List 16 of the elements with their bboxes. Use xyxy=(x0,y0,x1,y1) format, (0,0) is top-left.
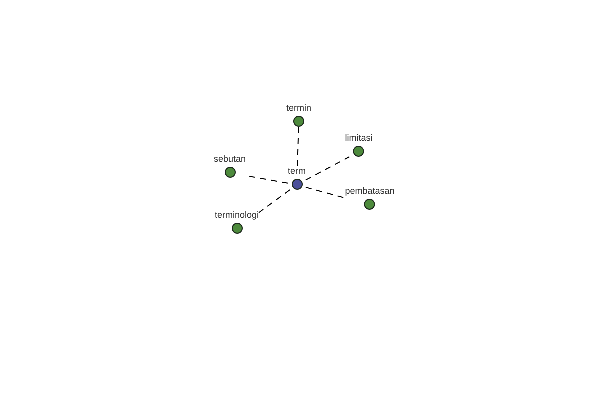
graph-node xyxy=(288,166,306,190)
dashed-connector xyxy=(297,126,300,166)
node-label: sebutan xyxy=(214,154,246,165)
node-label: term xyxy=(288,166,306,177)
graph-node xyxy=(345,186,395,210)
dashed-connector xyxy=(258,190,291,214)
node-label: limitasi xyxy=(345,133,373,144)
node-label: pembatasan xyxy=(345,186,395,197)
graph-node xyxy=(214,210,260,234)
dashed-connector xyxy=(306,156,350,181)
dashed-connector xyxy=(306,186,346,199)
graph-node xyxy=(345,133,373,157)
node-label: termin xyxy=(286,103,312,114)
graph-node xyxy=(286,103,312,127)
graph-node xyxy=(214,154,246,178)
node-label: terminologi xyxy=(214,210,260,221)
